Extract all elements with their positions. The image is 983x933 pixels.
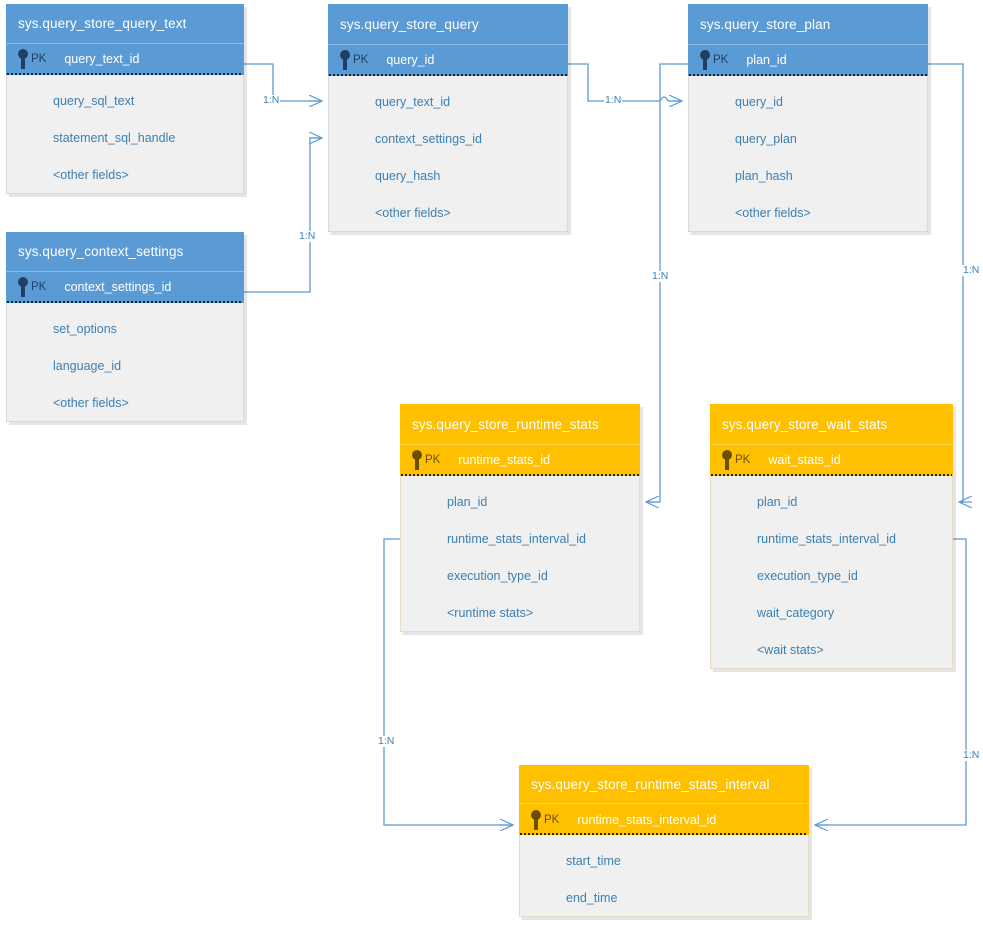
- attribute-row[interactable]: set_options: [53, 321, 117, 336]
- attribute-row[interactable]: plan_id: [447, 494, 488, 509]
- connector-querytext-query: [244, 63, 322, 101]
- attribute-row[interactable]: <other fields>: [375, 205, 451, 220]
- attribute-row[interactable]: wait_category: [757, 605, 835, 620]
- primary-key-row[interactable]: PK plan_id: [688, 44, 928, 76]
- attribute-list: plan_id runtime_stats_interval_id executio…: [710, 476, 953, 669]
- cardinality-label-rel-interval-waitstats: 1:N: [962, 749, 981, 761]
- connector-contextsettings-query: [244, 138, 322, 293]
- attribute-row[interactable]: plan_id: [757, 494, 798, 509]
- attribute-row[interactable]: query_plan: [735, 131, 797, 146]
- entity-title: sys.query_store_runtime_stats: [400, 404, 640, 445]
- connector-query-plan: [568, 63, 682, 101]
- key-icon: [410, 450, 424, 471]
- attribute-row[interactable]: <wait stats>: [757, 642, 824, 657]
- attribute-row[interactable]: query_id: [735, 94, 783, 109]
- cardinality-label-rel-contextsettings-query: 1:N: [298, 230, 317, 242]
- cardinality-label-rel-interval-runtimestats: 1:N: [377, 735, 396, 747]
- attribute-list: query_sql_text statement_sql_handle <other…: [6, 75, 244, 194]
- pk-badge: PK: [31, 53, 47, 66]
- pk-badge: PK: [713, 54, 729, 67]
- attribute-row[interactable]: query_sql_text: [53, 93, 135, 108]
- primary-key-row[interactable]: PK runtime_stats_id: [400, 444, 640, 476]
- primary-key-name: wait_stats_id: [768, 453, 841, 468]
- primary-key-name: query_text_id: [64, 52, 140, 67]
- pk-badge: PK: [544, 813, 560, 826]
- key-icon: [698, 50, 712, 71]
- attribute-row[interactable]: execution_type_id: [447, 568, 548, 583]
- entity-title: sys.query_store_plan: [688, 4, 928, 45]
- attribute-row[interactable]: runtime_stats_interval_id: [757, 531, 896, 546]
- attribute-row[interactable]: query_hash: [375, 168, 441, 183]
- primary-key-row[interactable]: PK query_id: [328, 44, 568, 76]
- primary-key-row[interactable]: PK context_settings_id: [6, 271, 244, 304]
- key-icon: [338, 50, 352, 71]
- cardinality-label-rel-plan-waitstats: 1:N: [962, 264, 981, 276]
- attribute-list: set_options language_id <other fields>: [6, 303, 244, 422]
- primary-key-name: runtime_stats_id: [458, 453, 551, 468]
- pk-badge: PK: [735, 454, 751, 467]
- primary-key-row[interactable]: PK query_text_id: [6, 43, 244, 76]
- primary-key-name: context_settings_id: [64, 280, 172, 295]
- key-icon: [529, 809, 543, 830]
- primary-key-row[interactable]: PK wait_stats_id: [710, 444, 953, 476]
- pk-badge: PK: [353, 54, 369, 67]
- attribute-row[interactable]: plan_hash: [735, 168, 793, 183]
- attribute-row[interactable]: <runtime stats>: [447, 605, 534, 620]
- attribute-row[interactable]: runtime_stats_interval_id: [447, 531, 586, 546]
- attribute-row[interactable]: start_time: [566, 853, 621, 868]
- primary-key-name: plan_id: [746, 53, 787, 68]
- attribute-row[interactable]: language_id: [53, 358, 122, 373]
- entity-title: sys.query_store_wait_stats: [710, 404, 953, 445]
- key-icon: [16, 49, 30, 70]
- key-icon: [720, 450, 734, 471]
- cardinality-label-rel-querytext-query: 1:N: [262, 94, 281, 106]
- attribute-list: query_id query_plan plan_hash <other fields…: [688, 76, 928, 232]
- attribute-row[interactable]: execution_type_id: [757, 568, 858, 583]
- primary-key-name: query_id: [386, 53, 435, 68]
- attribute-list: query_text_id context_settings_id query_ha…: [328, 76, 568, 232]
- key-icon: [16, 277, 30, 298]
- attribute-row[interactable]: <other fields>: [735, 205, 811, 220]
- connector-plan-runtimestats: [646, 63, 688, 502]
- attribute-row[interactable]: statement_sql_handle: [53, 130, 176, 145]
- attribute-list: start_time end_time: [519, 835, 809, 917]
- attribute-list: plan_id runtime_stats_interval_id executio…: [400, 476, 640, 632]
- pk-badge: PK: [31, 281, 47, 294]
- attribute-row[interactable]: <other fields>: [53, 395, 129, 410]
- entity-title: sys.query_context_settings: [6, 232, 244, 272]
- attribute-row[interactable]: context_settings_id: [375, 131, 483, 146]
- pk-badge: PK: [425, 454, 441, 467]
- entity-title: sys.query_store_runtime_stats_interval: [519, 765, 809, 805]
- entity-title: sys.query_store_query_text: [6, 4, 244, 44]
- attribute-row[interactable]: end_time: [566, 890, 618, 905]
- primary-key-row[interactable]: PK runtime_stats_interval_id: [519, 804, 809, 835]
- cardinality-label-rel-query-plan: 1:N: [604, 94, 623, 106]
- attribute-row[interactable]: query_text_id: [375, 94, 451, 109]
- cardinality-label-rel-plan-runtimestats: 1:N: [651, 270, 670, 282]
- entity-title: sys.query_store_query: [328, 4, 568, 45]
- primary-key-name: runtime_stats_interval_id: [577, 812, 717, 827]
- attribute-row[interactable]: <other fields>: [53, 167, 129, 182]
